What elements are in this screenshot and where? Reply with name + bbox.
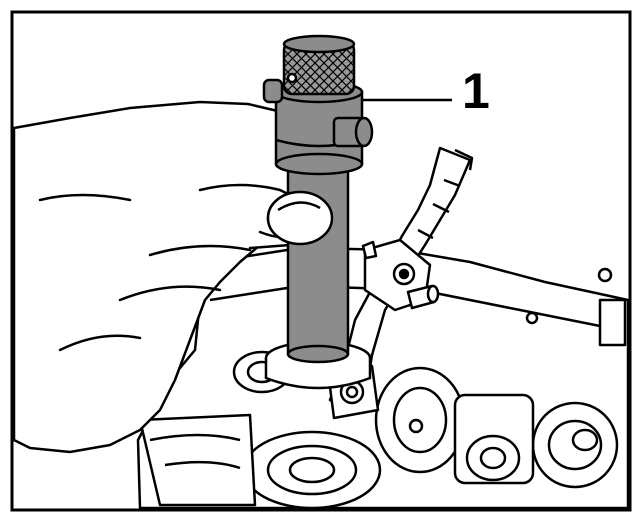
- callout-number-1: 1: [462, 63, 490, 119]
- tool-shaft: [286, 158, 350, 356]
- tool-pin-left: [262, 78, 284, 104]
- engine-housing: [136, 246, 630, 510]
- adjusting-tool: [262, 34, 374, 364]
